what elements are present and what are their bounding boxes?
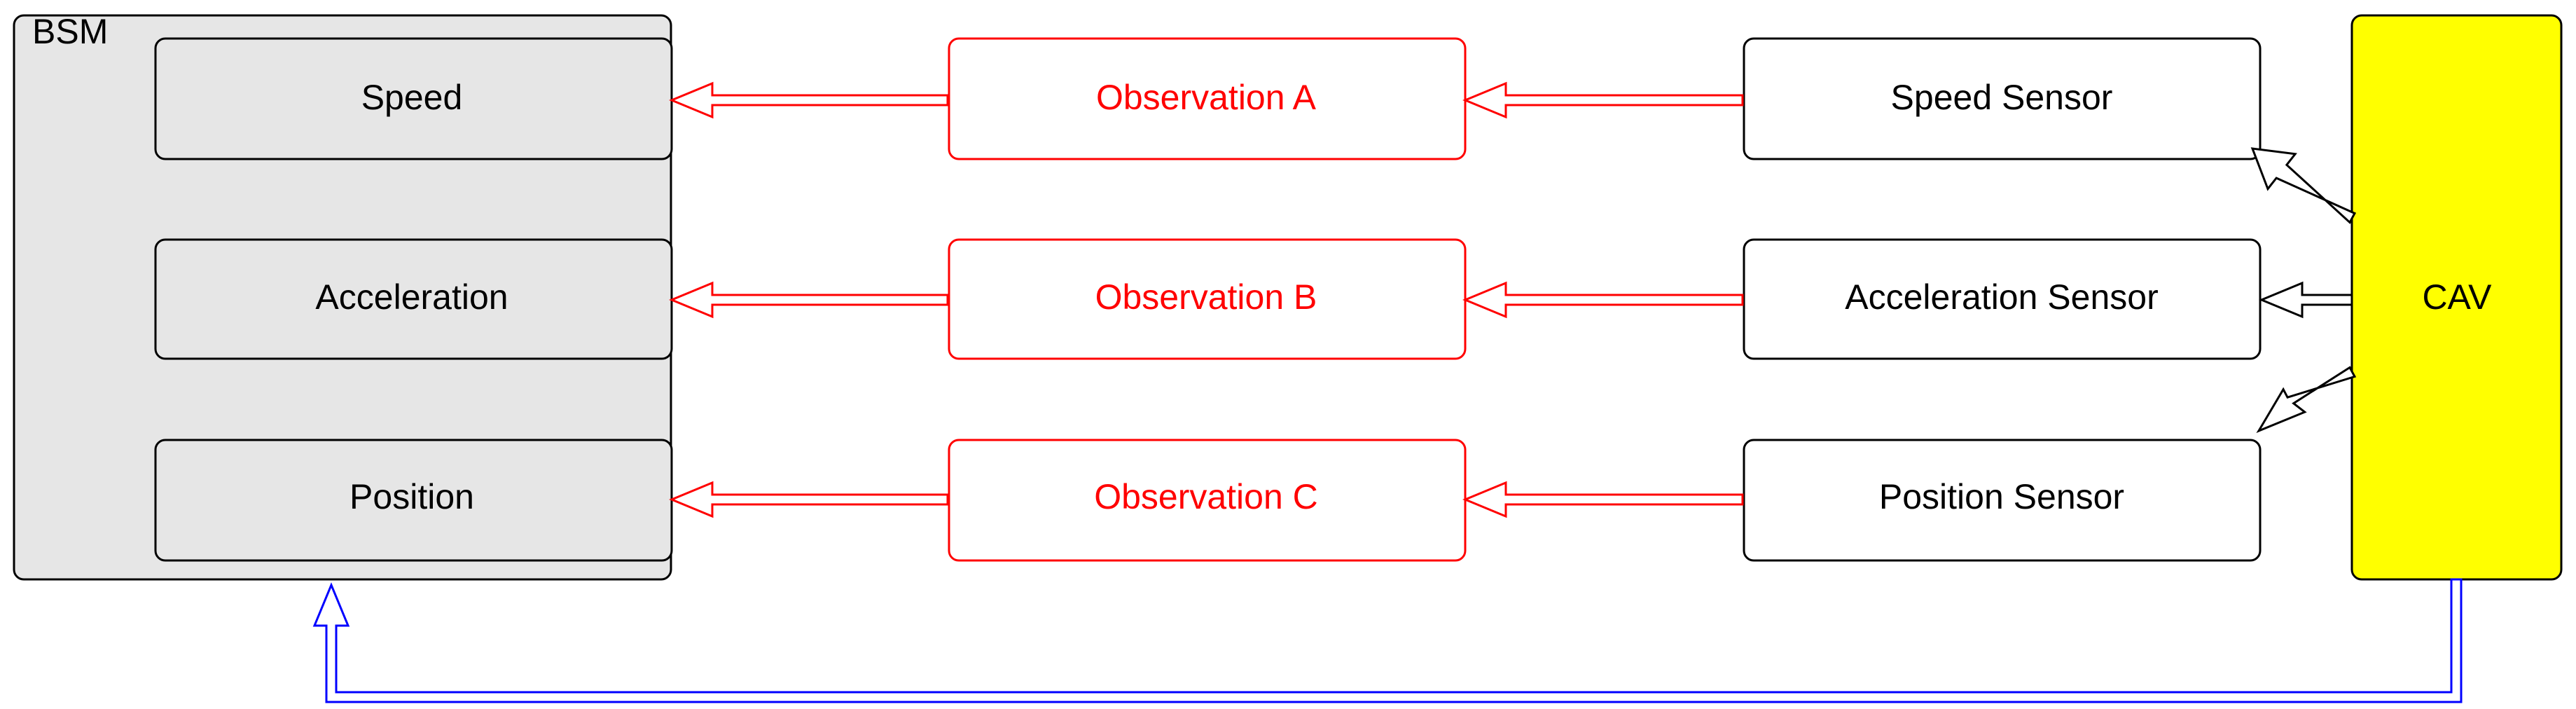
observation-a-box: Observation A [948,37,1467,160]
arrow-speed-sensor-to-observation-a [1462,81,1744,119]
observation-b-label: Observation B [1095,277,1317,317]
observation-a-label: Observation A [1096,78,1317,117]
arrow-position-sensor-to-observation-c [1462,481,1744,518]
arrow-cav-to-acceleration-sensor [2259,281,2353,319]
arrow-acceleration-sensor-to-observation-b [1462,281,1744,319]
speed-sensor-label: Speed Sensor [1891,78,2113,117]
arrow-cav-to-position-sensor [2256,366,2357,434]
bsm-field-acceleration: Acceleration [154,238,673,360]
bsm-field-speed: Speed [154,37,673,160]
bsm-field-position-label: Position [349,477,474,516]
cav-box: CAV [2350,14,2563,581]
feedback-arrow-cav-to-bsm [312,578,2463,703]
observation-b-box: Observation B [948,238,1467,360]
cav-label: CAV [2422,277,2492,317]
bsm-field-speed-label: Speed [361,78,463,117]
acceleration-sensor-box: Acceleration Sensor [1743,238,2262,360]
bsm-field-acceleration-label: Acceleration [315,277,508,317]
acceleration-sensor-label: Acceleration Sensor [1845,277,2158,317]
position-sensor-box: Position Sensor [1743,439,2262,562]
bsm-field-position: Position [154,439,673,562]
speed-sensor-box: Speed Sensor [1743,37,2262,160]
observation-c-box: Observation C [948,439,1467,562]
arrow-cav-to-speed-sensor [2250,147,2357,224]
arrow-observation-b-to-acceleration [669,281,949,319]
arrow-observation-c-to-position [669,481,949,518]
bsm-title: BSM [32,12,108,51]
arrow-observation-a-to-speed [669,81,949,119]
position-sensor-label: Position Sensor [1879,477,2124,516]
observation-c-label: Observation C [1094,477,1318,516]
